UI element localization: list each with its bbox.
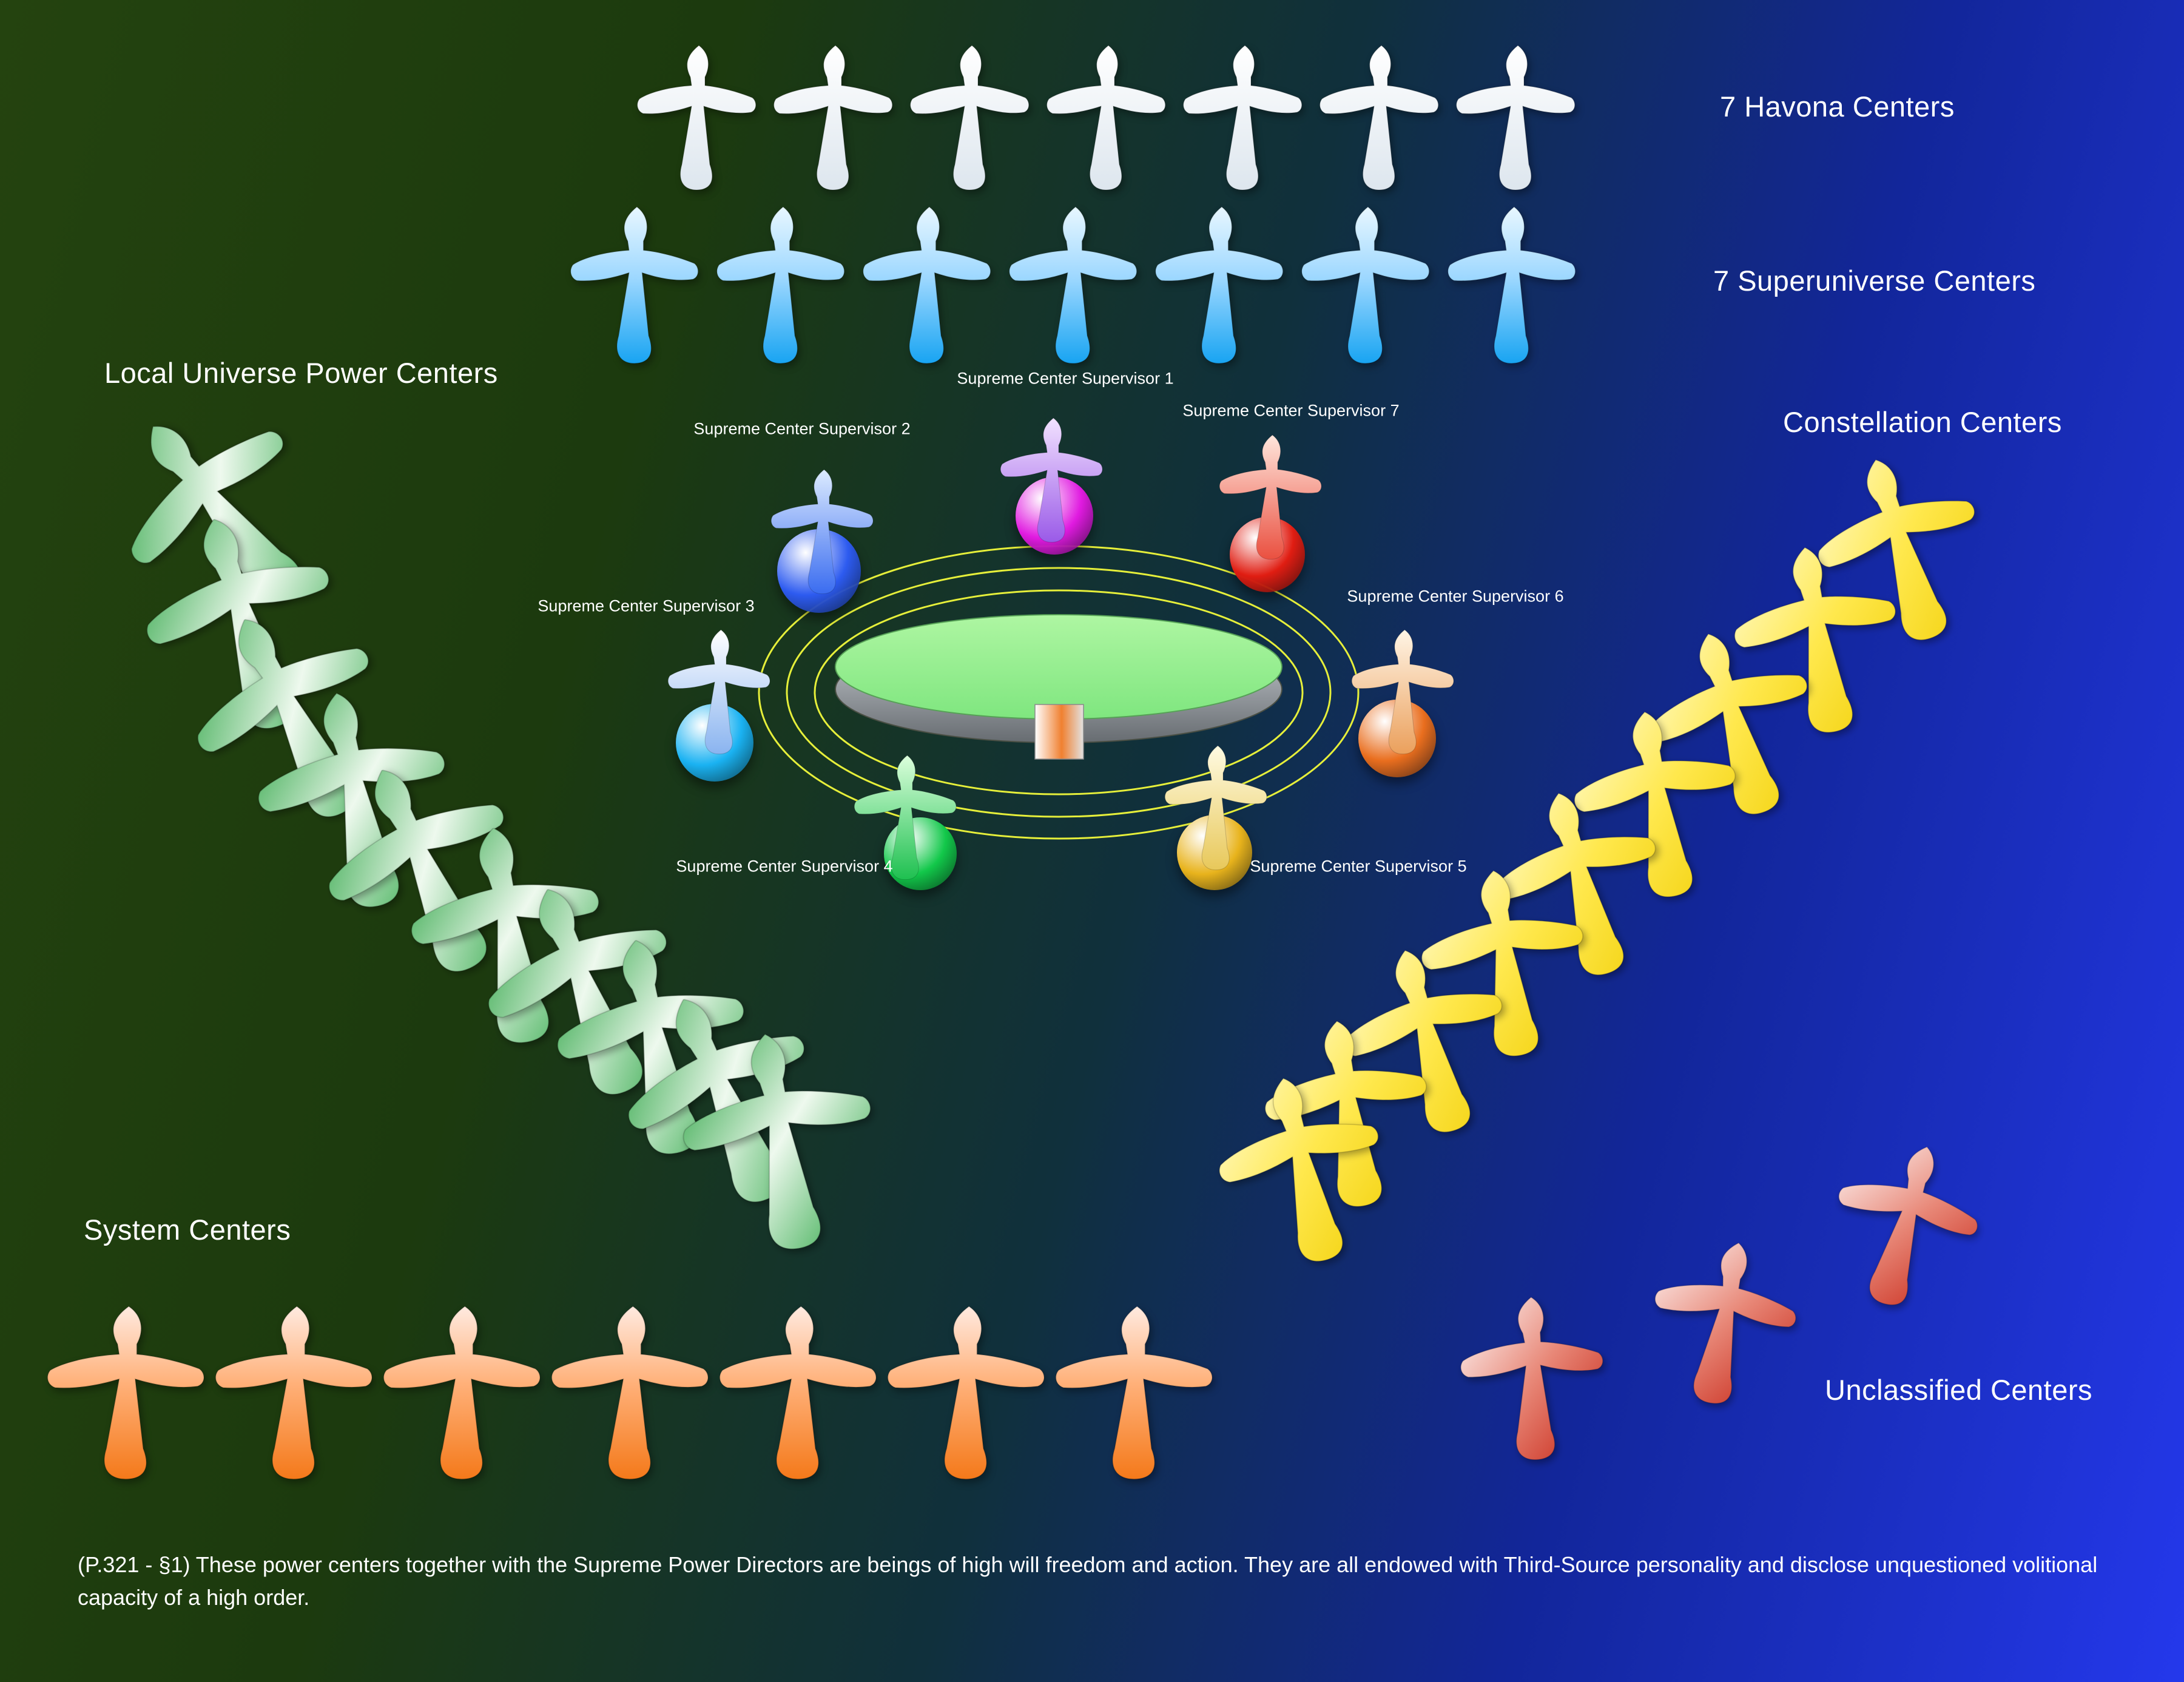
angel-constellation	[1199, 1059, 1407, 1282]
supervisor-2-label: Supreme Center Supervisor 2	[693, 419, 911, 438]
angel-local-universe	[76, 366, 365, 658]
angel-system	[1054, 1306, 1214, 1481]
angel-system	[382, 1306, 542, 1481]
superuniverse-centers-row	[569, 207, 1577, 365]
angel-local-universe	[155, 576, 430, 860]
angel-local-universe	[118, 490, 370, 758]
havona-centers-label: 7 Havona Centers	[1720, 90, 1955, 123]
supervisor-1-figure	[999, 417, 1104, 544]
angel-unclassified	[1638, 1231, 1807, 1416]
angel-system	[214, 1306, 374, 1481]
angel-superuniverse	[1446, 207, 1577, 365]
angel-system	[886, 1306, 1046, 1481]
angel-system	[550, 1306, 710, 1481]
supervisor-4-label: Supreme Center Supervisor 4	[676, 857, 893, 876]
supervisor-6-figure	[1350, 629, 1455, 755]
supervisor-3-label: Supreme Center Supervisor 3	[538, 596, 755, 615]
supervisor-5-figure	[1164, 745, 1268, 871]
disk-face	[835, 614, 1282, 720]
angel-constellation	[1626, 609, 1842, 840]
superuniverse-centers-label: 7 Superuniverse Centers	[1713, 265, 2036, 297]
angel-constellation	[1407, 858, 1602, 1070]
supervisor-5-label: Supreme Center Supervisor 5	[1250, 857, 1467, 876]
local-universe-centers-label: Local Universe Power Centers	[104, 357, 498, 389]
havona-centers-row	[636, 46, 1576, 191]
angel-superuniverse	[1008, 207, 1138, 365]
system-centers-label: System Centers	[84, 1214, 291, 1246]
angel-constellation	[1559, 698, 1756, 912]
supervisor-2-figure	[770, 469, 874, 595]
supervisor-7-label: Supreme Center Supervisor 7	[1182, 401, 1400, 420]
angel-constellation	[1719, 533, 1916, 748]
supervisor-4-figure	[853, 755, 957, 881]
angel-local-universe	[537, 921, 772, 1175]
angel-system	[718, 1306, 878, 1481]
angel-system	[46, 1306, 206, 1481]
supervisor-6-label: Supreme Center Supervisor 6	[1347, 587, 1564, 606]
angel-constellation	[1793, 435, 2010, 666]
angel-local-universe	[592, 961, 858, 1240]
angel-superuniverse	[1300, 207, 1431, 365]
angel-constellation	[1251, 1008, 1445, 1220]
angel-havona	[772, 46, 894, 191]
angel-local-universe	[454, 854, 716, 1130]
angel-havona	[636, 46, 757, 191]
supervisor-7-figure	[1218, 434, 1323, 561]
angel-superuniverse	[861, 207, 992, 365]
system-centers-row	[46, 1306, 1214, 1481]
unclassified-centers-label: Unclassified Centers	[1825, 1374, 2093, 1406]
angel-local-universe	[394, 812, 623, 1061]
central-orbit-disk	[758, 545, 1360, 840]
supervisor-3-figure	[667, 629, 771, 755]
angel-superuniverse	[715, 207, 846, 365]
angel-havona	[1182, 46, 1303, 191]
angel-superuniverse	[1154, 207, 1284, 365]
angel-constellation	[1322, 928, 1534, 1155]
angel-havona	[1455, 46, 1576, 191]
angel-havona	[1045, 46, 1167, 191]
angel-havona	[1318, 46, 1440, 191]
angel-local-universe	[238, 674, 473, 928]
angel-unclassified	[1455, 1294, 1609, 1465]
caption-text: (P.321 - §1) These power centers togethe…	[78, 1552, 2098, 1610]
angel-unclassified	[1814, 1129, 1995, 1323]
constellation-centers-label: Constellation Centers	[1783, 406, 2062, 438]
disk-front-notch	[1034, 704, 1084, 760]
angel-local-universe	[666, 1018, 895, 1267]
angel-local-universe	[291, 731, 559, 1011]
angel-constellation	[1475, 771, 1688, 998]
supervisor-1-label: Supreme Center Supervisor 1	[957, 369, 1174, 388]
angel-havona	[909, 46, 1030, 191]
angel-superuniverse	[569, 207, 699, 365]
